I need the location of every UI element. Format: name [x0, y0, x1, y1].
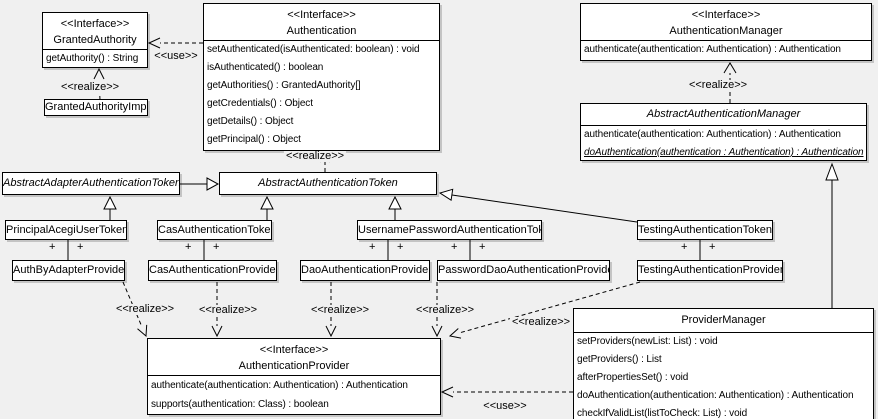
method-row: checkIfValidList(listToCheck: List) : vo… — [577, 408, 748, 419]
use-dependency-label: <<use>> — [152, 50, 200, 62]
method-row: setProviders(newList: List) : void — [577, 336, 718, 347]
class-header: <<Interface>> AuthenticationManager — [581, 4, 871, 41]
realize-label: <<realize>> — [196, 304, 260, 316]
method-row: getProviders() : List — [577, 354, 662, 365]
use-dependency-label: <<use>> — [481, 400, 529, 412]
realize-label: <<realize>> — [308, 304, 372, 316]
method-row: getCredentials() : Object — [207, 98, 313, 109]
class-name: AbstractAdapterAuthenticationToken — [3, 177, 179, 189]
class-name: AbstractAuthenticationToken — [258, 177, 398, 189]
class-header: AbstractAuthenticationManager — [581, 104, 866, 126]
class-header: ProviderManager — [574, 309, 873, 333]
class-principal-acegi-user-token[interactable]: PrincipalAcegiUserToken — [5, 220, 127, 240]
method-row: afterPropertiesSet() : void — [577, 372, 689, 383]
class-name: TestingAuthenticationToken — [638, 224, 772, 236]
method-row: doAuthentication(authentication: Authent… — [577, 390, 854, 401]
class-name: GrantedAuthority — [53, 34, 137, 46]
class-testing-authentication-provider[interactable]: TestingAuthenticationProvider — [637, 260, 783, 281]
method-row: doAuthentication(authentication : Authen… — [584, 147, 864, 158]
realize-label: <<realize>> — [686, 79, 750, 91]
association-end-marker: + — [49, 241, 56, 253]
method-row: authenticate(authentication: Authenticat… — [584, 129, 841, 140]
method-row: authenticate(authentication: Authenticat… — [151, 380, 408, 391]
class-authentication[interactable]: <<Interface>> Authentication setAuthenti… — [203, 3, 440, 151]
realize-label: <<realize>> — [413, 304, 477, 316]
association-end-marker: + — [451, 241, 458, 253]
class-dao-authentication-provider[interactable]: DaoAuthenticationProvider — [300, 260, 430, 281]
class-name: TestingAuthenticationProvider — [638, 264, 782, 276]
realize-label: <<realize>> — [113, 303, 177, 315]
class-name: AbstractAuthenticationManager — [646, 108, 801, 120]
realize-label: <<realize>> — [58, 81, 122, 93]
association-end-marker: + — [479, 241, 486, 253]
method-row: supports(authentication: Class) : boolea… — [151, 399, 329, 410]
method-row: getAuthority() : String — [46, 53, 139, 64]
association-end-marker: + — [185, 241, 192, 253]
association-end-marker: + — [681, 241, 688, 253]
class-granted-authority[interactable]: <<Interface>> GrantedAuthority getAuthor… — [42, 12, 148, 68]
class-username-password-authentication-token[interactable]: UsernamePasswordAuthenticationToken — [357, 220, 542, 240]
stereotype-label: <<Interface>> — [691, 9, 761, 21]
method-row: authenticate(authentication: Authenticat… — [584, 44, 841, 55]
class-cas-authentication-provider[interactable]: CasAuthenticationProvider — [148, 260, 277, 281]
class-name: Authentication — [286, 25, 357, 37]
class-abstract-adapter-authentication-token[interactable]: AbstractAdapterAuthenticationToken — [2, 172, 180, 195]
class-name: GrantedAuthorityImpl — [45, 101, 147, 113]
class-cas-authentication-token[interactable]: CasAuthenticationToken — [157, 220, 272, 240]
class-abstract-authentication-manager[interactable]: AbstractAuthenticationManager authentica… — [580, 103, 867, 161]
class-name: PrincipalAcegiUserToken — [6, 224, 126, 236]
method-row: getPrincipal() : Object — [207, 134, 301, 145]
class-granted-authority-impl[interactable]: GrantedAuthorityImpl — [44, 99, 148, 116]
method-row: getDetails() : Object — [207, 116, 294, 127]
association-end-marker: + — [709, 241, 716, 253]
class-abstract-authentication-token[interactable]: AbstractAuthenticationToken — [219, 172, 437, 195]
realize-label: <<realize>> — [283, 150, 347, 162]
class-name: CasAuthenticationProvider — [149, 264, 276, 276]
class-password-dao-authentication-provider[interactable]: PasswordDaoAuthenticationProvider — [437, 260, 610, 281]
stereotype-label: <<Interface>> — [259, 344, 329, 356]
class-auth-by-adapter-provider[interactable]: AuthByAdapterProvider — [12, 260, 125, 281]
class-header: <<Interface>> GrantedAuthority — [43, 13, 147, 50]
class-header: <<Interface>> AuthenticationProvider — [148, 339, 440, 376]
class-name: DaoAuthenticationProvider — [301, 264, 429, 276]
class-name: CasAuthenticationToken — [158, 224, 271, 236]
class-name: AuthenticationManager — [669, 25, 783, 37]
class-authentication-provider[interactable]: <<Interface>> AuthenticationProvider aut… — [147, 338, 441, 415]
class-name: UsernamePasswordAuthenticationToken — [358, 224, 541, 236]
association-end-marker: + — [213, 241, 220, 253]
method-row: isAuthenticated() : boolean — [207, 62, 324, 73]
association-end-marker: + — [369, 241, 376, 253]
class-header: <<Interface>> Authentication — [204, 4, 439, 41]
association-end-marker: + — [77, 241, 84, 253]
method-row: getAuthorities() : GrantedAuthority[] — [207, 80, 361, 91]
class-authentication-manager[interactable]: <<Interface>> AuthenticationManager auth… — [580, 3, 872, 61]
realize-label: <<realize>> — [509, 316, 573, 328]
stereotype-label: <<Interface>> — [60, 18, 130, 30]
class-provider-manager[interactable]: ProviderManager setProviders(newList: Li… — [573, 308, 874, 419]
stereotype-label: <<Interface>> — [287, 9, 356, 21]
class-name: AuthByAdapterProvider — [13, 264, 124, 276]
association-end-marker: + — [397, 241, 404, 253]
method-row: setAuthenticated(isAuthenticated: boolea… — [207, 44, 420, 55]
class-name: AuthenticationProvider — [238, 360, 350, 372]
class-testing-authentication-token[interactable]: TestingAuthenticationToken — [637, 220, 773, 240]
class-name: PasswordDaoAuthenticationProvider — [438, 264, 609, 276]
class-name: ProviderManager — [681, 314, 766, 326]
